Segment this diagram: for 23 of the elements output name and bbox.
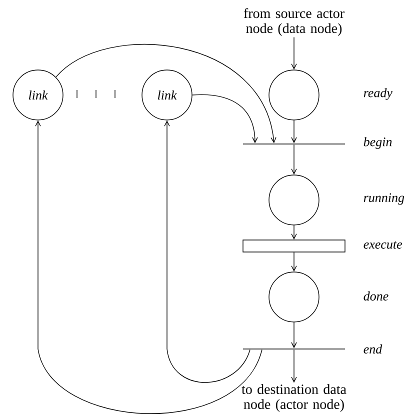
arrow xyxy=(164,120,250,383)
arrow xyxy=(56,44,276,144)
arrow xyxy=(291,144,297,175)
text-label: to destination data node (actor node) xyxy=(242,384,346,412)
state-label: ready xyxy=(364,88,392,100)
state-label: done xyxy=(364,291,388,301)
transition-box xyxy=(242,240,346,252)
arrow xyxy=(35,120,262,414)
state-label: execute xyxy=(364,241,402,249)
place-circle xyxy=(268,70,320,120)
place-circle xyxy=(268,174,320,226)
state-label: begin xyxy=(364,137,392,149)
arrow xyxy=(291,322,297,348)
arrow xyxy=(192,94,258,144)
arrow xyxy=(291,120,297,144)
arrow xyxy=(291,349,297,383)
text-label: from source actor node (data node) xyxy=(244,8,344,36)
place-circle xyxy=(268,272,320,322)
arrow xyxy=(291,252,297,272)
arrow xyxy=(291,225,297,240)
state-label: running xyxy=(364,193,404,205)
arrow xyxy=(291,36,297,70)
state-label: end xyxy=(364,344,382,354)
